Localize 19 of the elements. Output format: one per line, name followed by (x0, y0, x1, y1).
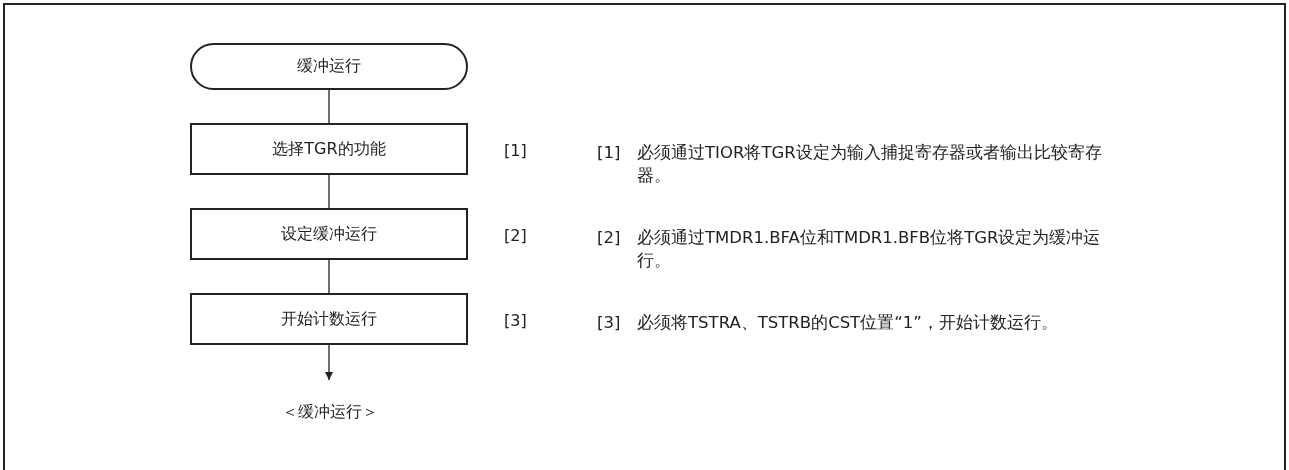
step-number: [3] (504, 311, 527, 330)
step-text: 缓冲运行 (297, 56, 361, 77)
step-text: 设定缓冲运行 (281, 223, 377, 245)
step-text: 开始计数运行 (281, 308, 377, 330)
connector-line (328, 174, 330, 209)
note-number: [2] (597, 227, 621, 249)
connector-line (328, 259, 330, 294)
note-text: 必须通过TMDR1.BFA位和TMDR1.BFB位将TGR设定为缓冲运行。 (637, 227, 1102, 272)
connector-line (328, 89, 330, 124)
note-text: 必须通过TIOR将TGR设定为输入捕捉寄存器或者输出比较寄存器。 (637, 142, 1103, 187)
step-text: 选择TGR的功能 (272, 138, 386, 160)
note-number: [3] (597, 312, 621, 334)
step-number: [1] (504, 141, 527, 160)
arrow (325, 344, 333, 381)
note-number: [1] (597, 142, 621, 164)
note-text: 必须将TSTRA、TSTRB的CST位置“1”，开始计数运行。 (637, 312, 1059, 334)
flow-end-text: ＜缓冲运行＞ (270, 400, 390, 424)
step-number: [2] (504, 226, 527, 245)
terminator-shape (190, 43, 468, 90)
